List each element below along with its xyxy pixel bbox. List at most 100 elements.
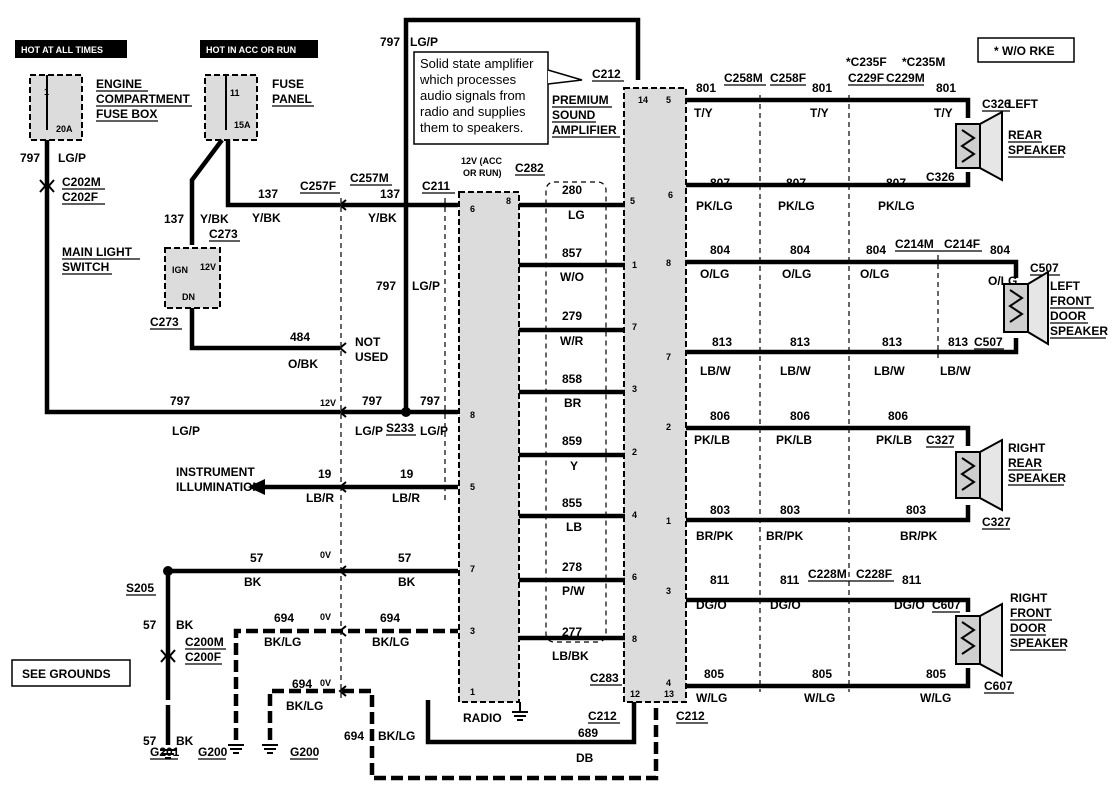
svg-text:BR/PK: BR/PK xyxy=(766,529,804,543)
right-rear-speaker-label: RIGHT xyxy=(1008,441,1046,455)
svg-text:BK/LG: BK/LG xyxy=(286,699,323,713)
svg-text:806: 806 xyxy=(710,409,730,423)
wo-rke-label: * W/O RKE xyxy=(994,44,1055,58)
svg-text:805: 805 xyxy=(812,667,832,681)
svg-text:radio and supplies: radio and supplies xyxy=(420,104,526,119)
svg-text:859: 859 xyxy=(562,434,582,448)
svg-text:G200: G200 xyxy=(290,745,320,759)
svg-text:C257F: C257F xyxy=(300,179,336,193)
svg-text:6: 6 xyxy=(632,572,637,582)
svg-text:BR/PK: BR/PK xyxy=(696,529,734,543)
hot-at-all-times-label: HOT AT ALL TIMES xyxy=(21,45,103,55)
svg-text:5: 5 xyxy=(630,196,635,206)
svg-text:SWITCH: SWITCH xyxy=(62,260,109,274)
svg-text:T/Y: T/Y xyxy=(694,106,713,120)
svg-text:137: 137 xyxy=(380,187,400,201)
svg-text:694: 694 xyxy=(292,677,312,691)
engine-fuse-box-label: ENGINE xyxy=(96,77,142,91)
svg-text:*C235F: *C235F xyxy=(846,55,887,69)
premium-sound-amplifier-label: PREMIUM xyxy=(552,93,609,107)
svg-text:803: 803 xyxy=(906,503,926,517)
svg-text:803: 803 xyxy=(780,503,800,517)
svg-text:4: 4 xyxy=(666,678,671,688)
svg-text:805: 805 xyxy=(704,667,724,681)
svg-text:BK: BK xyxy=(398,575,416,589)
svg-text:19: 19 xyxy=(318,467,332,481)
svg-text:C327: C327 xyxy=(926,433,955,447)
svg-text:O/LG: O/LG xyxy=(860,267,889,281)
svg-text:694: 694 xyxy=(344,729,364,743)
speaker-output-wires xyxy=(686,95,1019,692)
main-light-switch xyxy=(164,247,221,309)
svg-text:G200: G200 xyxy=(198,745,228,759)
svg-text:C273: C273 xyxy=(150,315,179,329)
svg-text:801: 801 xyxy=(812,81,832,95)
svg-text:57: 57 xyxy=(143,734,157,748)
svg-text:694: 694 xyxy=(380,611,400,625)
svg-text:ILLUMINATION: ILLUMINATION xyxy=(176,480,261,494)
svg-text:C258M: C258M xyxy=(724,71,763,85)
svg-text:280: 280 xyxy=(562,183,582,197)
svg-text:LB/W: LB/W xyxy=(940,364,971,378)
svg-text:806: 806 xyxy=(888,409,908,423)
svg-text:279: 279 xyxy=(562,309,582,323)
svg-text:797: 797 xyxy=(170,394,190,408)
svg-text:AMPLIFIER: AMPLIFIER xyxy=(552,123,617,137)
svg-text:C326: C326 xyxy=(926,170,955,184)
hot-in-acc-label: HOT IN ACC OR RUN xyxy=(206,45,296,55)
svg-text:DN: DN xyxy=(182,292,195,302)
svg-text:804: 804 xyxy=(710,243,730,257)
svg-text:0V: 0V xyxy=(320,612,331,622)
svg-text:0V: 0V xyxy=(320,550,331,560)
svg-text:C202F: C202F xyxy=(62,190,98,204)
right-front-door-speaker xyxy=(955,602,1003,678)
svg-text:277: 277 xyxy=(562,625,582,639)
svg-text:BR/PK: BR/PK xyxy=(900,529,938,543)
svg-text:C200M: C200M xyxy=(185,635,224,649)
svg-text:SPEAKER: SPEAKER xyxy=(1050,324,1108,338)
svg-text:BK: BK xyxy=(176,618,194,632)
svg-text:C211: C211 xyxy=(422,179,450,193)
wire-137 xyxy=(225,140,340,208)
svg-text:8: 8 xyxy=(470,410,475,420)
svg-text:813: 813 xyxy=(948,335,968,349)
svg-text:C212: C212 xyxy=(592,67,621,81)
svg-text:7: 7 xyxy=(666,352,671,362)
svg-text:LB/BK: LB/BK xyxy=(552,649,589,663)
svg-text:W/LG: W/LG xyxy=(804,691,835,705)
svg-text:LB/W: LB/W xyxy=(700,364,731,378)
svg-text:797: 797 xyxy=(380,35,400,49)
svg-text:DG/O: DG/O xyxy=(894,598,925,612)
svg-text:C214F: C214F xyxy=(944,237,980,251)
svg-text:12V: 12V xyxy=(320,398,336,408)
left-rear-speaker xyxy=(955,110,1003,182)
svg-text:DOOR: DOOR xyxy=(1010,621,1046,635)
wire-689 xyxy=(425,700,637,745)
svg-text:1: 1 xyxy=(470,687,475,697)
svg-text:PK/LG: PK/LG xyxy=(778,199,815,213)
svg-text:G201: G201 xyxy=(150,745,180,759)
svg-text:1: 1 xyxy=(666,516,671,526)
engine-fuse-box xyxy=(29,74,83,141)
svg-text:C507: C507 xyxy=(974,335,1003,349)
fuse-panel xyxy=(204,74,258,141)
svg-text:BR: BR xyxy=(564,396,582,410)
svg-text:C607: C607 xyxy=(932,598,961,612)
svg-text:13: 13 xyxy=(664,689,674,699)
svg-text:806: 806 xyxy=(790,409,810,423)
svg-text:4: 4 xyxy=(632,510,637,520)
svg-text:C200F: C200F xyxy=(185,650,221,664)
svg-text:O/LG: O/LG xyxy=(782,267,811,281)
hot-in-acc-header xyxy=(200,40,318,58)
svg-text:W/LG: W/LG xyxy=(696,691,727,705)
svg-text:801: 801 xyxy=(936,81,956,95)
svg-text:Y/BK: Y/BK xyxy=(200,212,229,226)
svg-text:LG/P: LG/P xyxy=(58,151,86,165)
svg-text:C282: C282 xyxy=(515,161,544,175)
svg-text:3: 3 xyxy=(666,586,671,596)
splice-s233 xyxy=(401,407,411,417)
svg-text:PK/LB: PK/LB xyxy=(776,433,812,447)
svg-text:C273: C273 xyxy=(209,227,238,241)
svg-text:137: 137 xyxy=(258,187,278,201)
